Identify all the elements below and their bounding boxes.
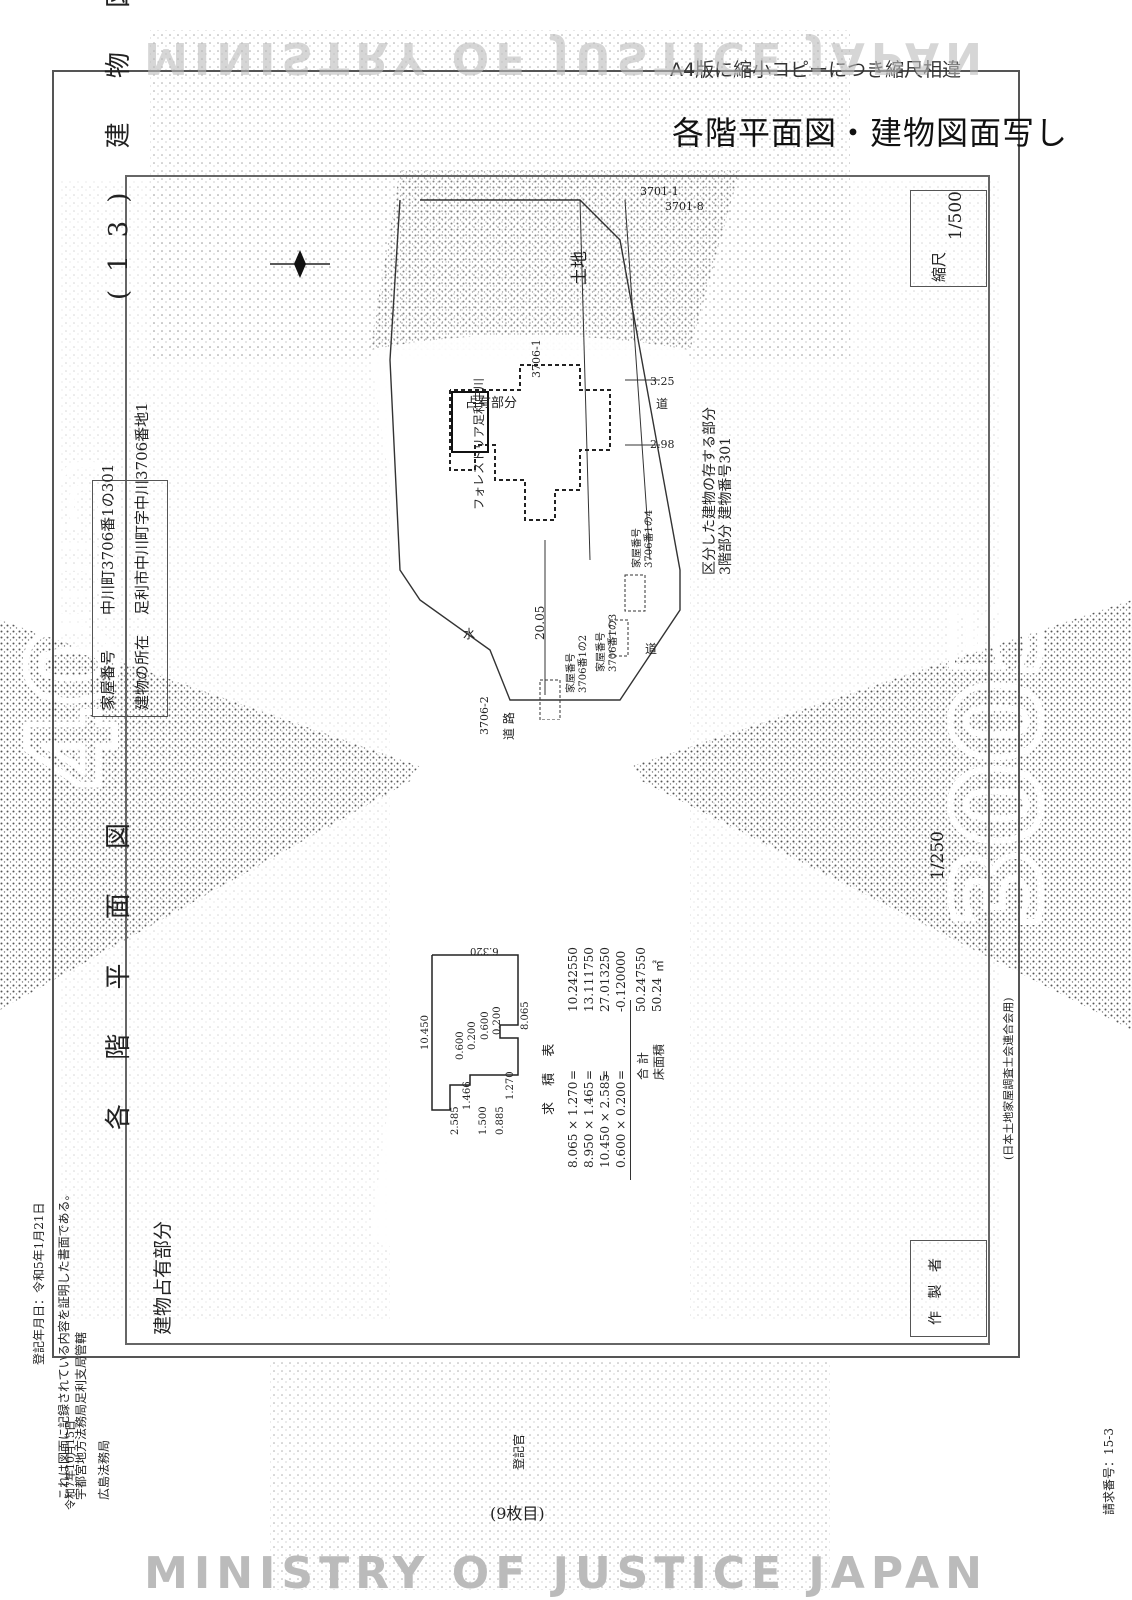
dim-0-600-b: 0.600 (480, 1011, 491, 1040)
scale-box (910, 190, 987, 287)
document-title: 各階平面図・建物図面写し (672, 114, 1069, 152)
division-note: 区分した建物の存する部分3階部分 建物番号301 (702, 407, 734, 575)
area-row-4-expr: 0.600 × 0.200 (614, 1081, 628, 1168)
water-label: 水 (463, 627, 476, 641)
dim-1-466: 1.466 (462, 1081, 473, 1110)
area-row-2-eq: = (582, 1069, 596, 1080)
svg-text:3005: 3005 (930, 596, 1069, 930)
dim-1-270: 1.270 (505, 1071, 516, 1100)
cert-line-3: 広島法務局 (97, 1439, 111, 1500)
dim-3-25: 3.25 (650, 375, 675, 388)
dim-0-200-a: 0.200 (467, 1021, 478, 1050)
scale-value: 1/500 (946, 191, 966, 240)
dim-2-585: 2.585 (450, 1106, 461, 1135)
dim-1-500: 1.500 (478, 1106, 489, 1135)
ministry-watermark: MINISTRY OF JUSTICE JAPAN (144, 1548, 988, 1599)
building-name: フォレストリア足利中川 (472, 377, 486, 510)
registered-date: 登記年月日：令和5年1月21日 (32, 1202, 46, 1365)
official-label: 登記官 (512, 1433, 526, 1470)
dim-0-200-b: 0.200 (492, 1006, 503, 1035)
reduction-note: A4版に縮小コピーにつき縮尺相違 (670, 59, 962, 81)
area-row-2-expr: 8.950 × 1.465 (582, 1081, 596, 1168)
floor-area-unit: ㎡ (652, 959, 666, 972)
compass-icon (270, 250, 330, 278)
road-label-2: 道 (645, 642, 658, 656)
svg-text:4005: 4005 (5, 456, 144, 790)
total-value: 50.247550 (634, 947, 648, 1012)
road-label-1: 道 (656, 397, 669, 411)
area-row-1-eq: = (566, 1069, 580, 1080)
area-row-3-eq: = (598, 1069, 612, 1080)
lot-number-3706-2: 3706-2 (478, 696, 491, 735)
request-number: 請求番号：15-3 (1102, 1428, 1116, 1515)
floor-plan-handwritten: 建物占有部分 (152, 1220, 174, 1335)
cert-date: 令和7年10月15日 (64, 1420, 77, 1510)
dim-20-05: 20.05 (533, 605, 547, 640)
lot-number-3706-1: 3706-1 (530, 339, 543, 378)
handwritten-name: 占有部分 (465, 396, 518, 411)
area-row-3-value: 27.013250 (598, 947, 612, 1012)
drawing-frame (125, 175, 990, 1345)
area-row-2-value: 13.111750 (582, 947, 596, 1012)
area-row-1-expr: 8.065 × 1.270 (566, 1081, 580, 1168)
ministry-watermark-mirrored: MINISTRY OF JUSTICE JAPAN (144, 32, 988, 83)
handwritten-part: 土地 (570, 251, 590, 285)
dim-0-600-a: 0.600 (455, 1031, 466, 1060)
lot-number-3701-8: 3701-8 (665, 200, 704, 213)
dim-0-885: 0.885 (495, 1106, 506, 1135)
house-info-box (92, 480, 168, 717)
floor-area-value: 50.24 (650, 977, 664, 1012)
maker-label: 作 製 者 (928, 1254, 944, 1325)
total-label: 合 計 (636, 1052, 650, 1080)
house-number-value: 中川町3706番1の301 (99, 463, 117, 615)
house-number-label: 家屋番号 (99, 649, 117, 710)
area-table-rule (630, 1000, 631, 1180)
location-value: 足利市中川町字中川3706番地1 (133, 402, 151, 615)
association-note: (日本土地家屋調査士会連合会用) (1002, 997, 1015, 1160)
area-row-4-eq: = (614, 1069, 628, 1080)
floor-plan-scale: 1/250 (928, 831, 948, 880)
area-row-1-value: 10.242550 (566, 947, 580, 1012)
maker-box (910, 1240, 987, 1337)
area-row-4-value: -0.120000 (614, 950, 628, 1012)
area-table-title: 求 積 表 (542, 1037, 557, 1115)
dim-6-320: 6.320 (470, 945, 499, 956)
lot-number-3701-1: 3701-1 (640, 185, 679, 198)
sheet-number: (9枚目) (490, 1504, 545, 1523)
road-label-3: 道 路 (502, 712, 516, 740)
dim-2-98: 2.98 (650, 438, 675, 451)
site-plan (389, 199, 681, 720)
floor-plan-shape (431, 954, 519, 1111)
scale-label: 縮尺 (930, 251, 948, 282)
dim-10-450: 10.450 (420, 1015, 431, 1050)
area-row-3-expr: 10.450 × 2.585 (598, 1073, 612, 1168)
location-label: 建物の所在 (133, 634, 151, 710)
floor-area-label: 床面積 (652, 1043, 666, 1080)
outer-frame (52, 70, 1020, 1358)
floor-plan-title: 各 階 平 面 図 (104, 804, 134, 1130)
